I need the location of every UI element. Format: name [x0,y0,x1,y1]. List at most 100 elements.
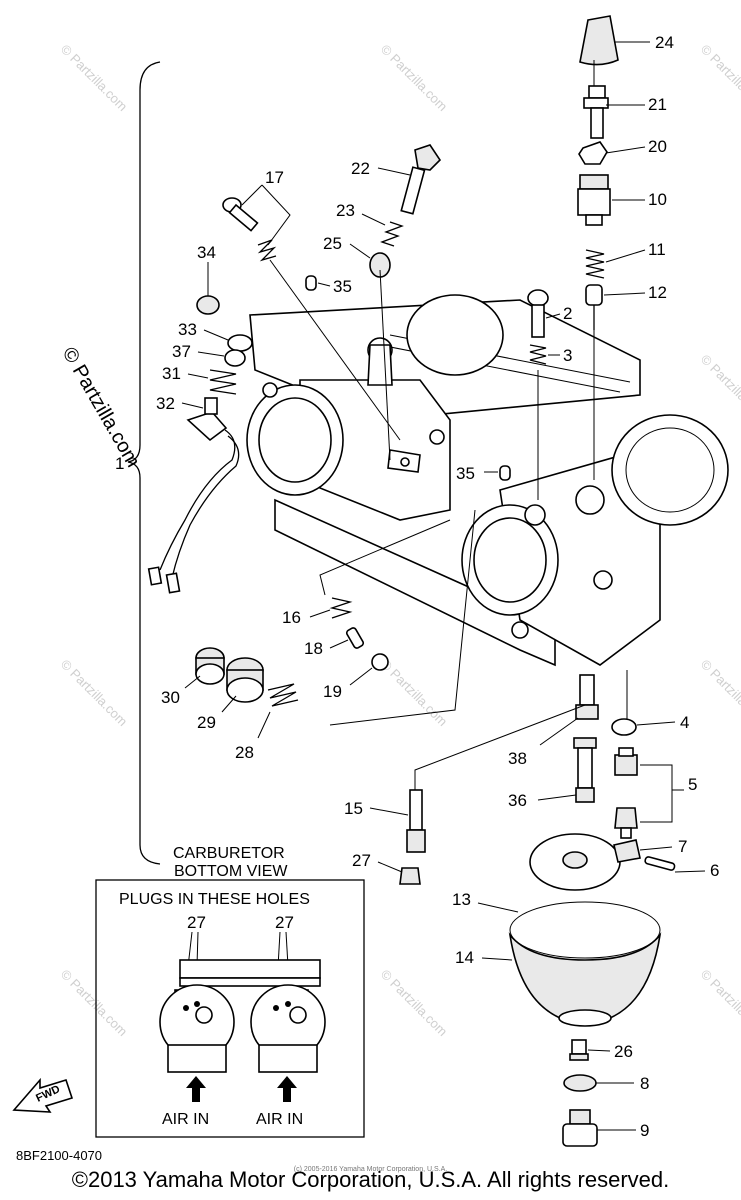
watermark-text: © Partzilla.com [698,967,741,1040]
part-11-spring [585,249,605,279]
callout-38: 38 [508,749,527,768]
watermark-text: © Partzilla.com [378,42,451,115]
part-10-holder [577,174,611,226]
callout-23: 23 [336,201,355,220]
callout-19: 19 [323,682,342,701]
part-5-jets [614,747,638,839]
callout-29: 29 [197,713,216,732]
part-34-collar [196,295,220,315]
callout-11: 11 [648,240,666,259]
copyright-footer: ©2013 Yamaha Motor Corporation, U.S.A. A… [71,1167,670,1192]
callout-34: 34 [197,243,216,262]
callout-37: 37 [172,342,191,361]
watermark-text: © Partzilla.com [698,42,741,115]
part-37-collar [224,349,246,367]
callout-31: 31 [162,364,181,383]
callout-35-lower: 35 [456,464,475,483]
part-35-plug [305,275,317,291]
callout-35-upper: 35 [333,277,352,296]
callout-8: 8 [640,1074,649,1093]
part-20-nut [578,141,608,165]
fwd-direction-arrow: FWD [12,1077,74,1113]
callout-9: 9 [640,1121,649,1140]
callout-2: 2 [563,304,572,323]
part-22-screw [400,144,442,215]
part-15-screw [406,789,426,853]
sensor-wire [147,397,240,594]
part-31-spring [209,369,237,395]
assembly-bracket [127,61,161,865]
callout-17: 17 [265,168,284,187]
watermark-text: © Partzilla.com [698,352,741,425]
part-3-spring [529,344,547,365]
callout-24: 24 [655,33,674,52]
part-29-sleeve [226,657,264,703]
callout-15: 15 [344,799,363,818]
watermark-text: © Partzilla.com [58,657,131,730]
part-24-cap [579,15,619,66]
callout-32: 32 [156,394,175,413]
part-9-drain-plug [562,1109,598,1147]
callout-13: 13 [452,890,471,909]
part-36-tube [573,737,597,803]
callout-21: 21 [648,95,667,114]
part-21-valve [583,85,609,139]
inset-box-title: PLUGS IN THESE HOLES [119,891,310,908]
small-copyright: (c) 2005-2016 Yamaha Motor Corporation, … [293,1166,448,1173]
watermark-text: © Partzilla.com [58,967,131,1040]
callout-22: 22 [351,159,370,178]
air-in-arrow-left [186,1076,206,1102]
callout-16: 16 [282,608,301,627]
watermark-text: © Partzilla.com [698,657,741,730]
callout-6: 6 [710,861,719,880]
callout-14: 14 [455,948,474,967]
callout-5: 5 [688,775,697,794]
inset-heading-line2: BOTTOM VIEW [174,863,288,880]
connector-lines [269,60,628,790]
callout-18: 18 [304,639,323,658]
part-27-plug [399,867,421,885]
diagram-code: 8BF2100-4070 [16,1148,103,1163]
part-33-washer [227,334,253,352]
watermark-text: © Partzilla.com [378,967,451,1040]
callout-3: 3 [563,346,572,365]
float-bowl [508,833,676,1027]
part-17-screw-spring [222,197,277,262]
part-18-pin [345,627,365,649]
callout-25: 25 [323,234,342,253]
callout-30: 30 [161,688,180,707]
partzilla-vertical-watermark: © Partzilla.com [58,344,144,472]
part-4-washer [611,718,637,736]
callout-28: 28 [235,743,254,762]
part-2-screw [527,289,549,338]
callout-4: 4 [680,713,689,732]
part-38-jet [575,674,599,720]
callout-10: 10 [648,190,667,209]
inset-callout-27-left: 27 [187,913,206,932]
air-in-arrow-right [277,1076,297,1102]
callout-12: 12 [648,283,667,302]
callout-27: 27 [352,851,371,870]
callout-20: 20 [648,137,667,156]
bottom-view-inset: CARBURETOR BOTTOM VIEW PLUGS IN THESE HO… [95,845,365,1138]
part-12-needle [585,284,603,330]
callout-1: 1 [115,454,124,473]
part-28-spring [267,683,299,707]
part-23-spring [380,221,404,247]
callout-33: 33 [178,320,197,339]
callout-36: 36 [508,791,527,810]
part-26-screw [569,1039,589,1061]
callout-labels: 24 21 20 10 11 12 2 3 22 23 25 17 34 35 … [115,33,719,1140]
part-19-washer [371,653,389,671]
watermark-text: © Partzilla.com [58,42,131,115]
part-30-collar [195,647,225,685]
callout-7: 7 [678,837,687,856]
part-35-plug-lower [499,465,511,481]
inset-heading-line1: CARBURETOR [173,845,285,862]
part-8-washer [563,1074,597,1092]
carburetor-body [246,294,729,667]
part-16-spring [329,597,353,619]
air-in-label-left: AIR IN [162,1111,209,1128]
inset-callout-27-right: 27 [275,913,294,932]
